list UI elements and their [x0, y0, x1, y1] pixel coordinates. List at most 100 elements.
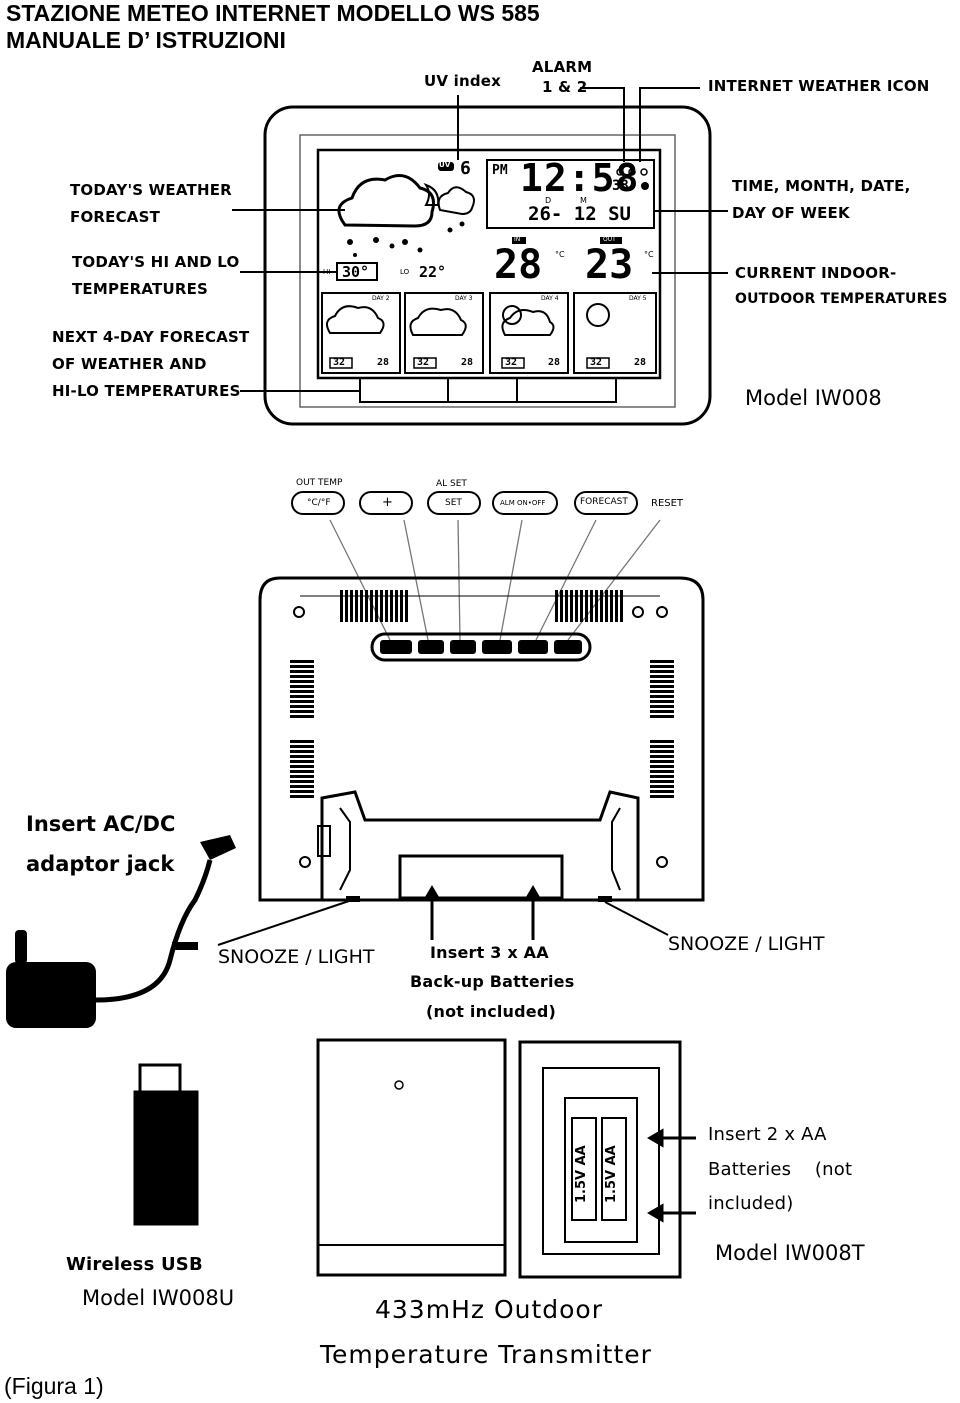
stand-frame: [320, 790, 640, 902]
in-tag-badge: [512, 237, 526, 244]
callout-snooze-left: SNOOZE / LIGHT: [218, 946, 375, 968]
back-button-strip: [370, 632, 592, 662]
transmitter-arrows: [647, 1128, 696, 1223]
uv-tag-badge: [438, 162, 454, 171]
uv-value: 6: [460, 158, 471, 179]
callout-snooze-right: SNOOZE / LIGHT: [668, 933, 825, 955]
outdoor-unit: °C: [644, 250, 654, 259]
day-lo-1: 28: [377, 357, 390, 368]
battery-compartment: [398, 854, 564, 900]
callout-next-4day-2: OF WEATHER AND: [52, 355, 207, 373]
callout-hi-lo-1: TODAY'S HI AND LO: [72, 253, 240, 271]
legend-al-set: AL SET: [436, 479, 467, 489]
callout-uv-index: UV index: [424, 72, 502, 90]
screw-holes: [293, 606, 668, 868]
vent-grilles: [290, 590, 674, 800]
callout-today-forecast-1: TODAY'S WEATHER: [70, 181, 232, 199]
battery-cell-1: 1.5V AA: [573, 1125, 595, 1215]
battery-label-1: 1.5V AA: [574, 1145, 589, 1203]
transmitter-model-label: Model IW008T: [715, 1241, 865, 1265]
day-hi-3: 32: [505, 357, 518, 368]
battery-arrows: [422, 885, 543, 940]
lo-value: 22°: [419, 263, 447, 281]
today-cloud-icon: [337, 174, 475, 228]
day-lo-2: 28: [461, 357, 474, 368]
snooze-leaders: [217, 899, 669, 946]
callout-time-date-1: TIME, MONTH, DATE,: [732, 177, 911, 195]
clock-time: 12:58: [520, 156, 640, 200]
out-tag-badge: [600, 237, 622, 244]
lo-tag: LO: [400, 268, 410, 276]
day-forecast-icons: [325, 303, 610, 336]
date-readout: 26- 12 SU: [528, 203, 631, 225]
callout-alarm-line2: 1 & 2: [542, 78, 588, 96]
small-readout: 38: [612, 178, 629, 194]
insert-batt-2: Batteries (not: [708, 1159, 853, 1180]
day-label-1: DAY 2: [372, 295, 390, 302]
hi-value: 30°: [342, 263, 370, 281]
in-tag: IN: [514, 236, 521, 243]
usb-dongle-icon: [133, 1063, 199, 1226]
callout-time-date-2: DAY OF WEEK: [732, 204, 850, 222]
legend-reset: RESET: [651, 498, 684, 509]
callout-next-4day-1: NEXT 4-DAY FORECAST: [52, 328, 250, 346]
insert-batt-1: Insert 2 x AA: [708, 1124, 827, 1145]
lcd-screen: [316, 148, 662, 380]
outdoor-temp: 23: [585, 242, 634, 288]
day-lo-4: 28: [634, 357, 647, 368]
front-model-label: Model IW008: [745, 386, 882, 410]
day-panel-4: [573, 292, 657, 374]
legend-out-temp: OUT TEMP: [296, 478, 343, 488]
legend-btn-plus: +: [382, 495, 393, 510]
day-label-2: DAY 3: [455, 295, 473, 302]
callout-next-4day-3: HI-LO TEMPERATURES: [52, 382, 241, 400]
day-panel-3: [489, 292, 569, 374]
document-title: STAZIONE METEO INTERNET MODELLO WS 585: [6, 0, 540, 26]
date-d-label: D: [545, 196, 552, 205]
clock-box: [486, 159, 655, 229]
usb-label-1: Wireless USB: [66, 1254, 203, 1275]
callout-batt-1: Insert 3 x AA: [430, 943, 549, 962]
callout-internet-icon: INTERNET WEATHER ICON: [708, 77, 930, 95]
rain-drops-icon: [347, 221, 465, 257]
callout-adaptor-2: adaptor jack: [26, 852, 175, 876]
callout-adaptor-1: Insert AC/DC: [26, 812, 176, 836]
callout-hi-lo-2: TEMPERATURES: [72, 280, 209, 298]
front-leader-lines: [232, 87, 728, 403]
legend-btn-set: SET: [445, 498, 462, 508]
insert-batt-3: included): [708, 1193, 794, 1214]
wireless-signal-icons: [616, 168, 648, 176]
day-label-4: DAY 5: [629, 295, 647, 302]
callout-alarm-line1: ALARM: [532, 58, 593, 76]
transmitter-back: [518, 1040, 682, 1279]
day-label-3: DAY 4: [541, 295, 559, 302]
sun-small-icon: [641, 182, 649, 190]
back-buttons: [380, 640, 582, 654]
day-hi-4: 32: [590, 357, 603, 368]
hi-tag: HI: [323, 268, 331, 276]
day-hi-1: 32: [333, 357, 346, 368]
callout-batt-2: Back-up Batteries: [410, 972, 575, 991]
legend-btn-alarm: ALM ON•OFF: [500, 499, 546, 507]
day-panel-1: [321, 292, 401, 374]
button-legend-shapes: [291, 491, 638, 515]
day-hi-2: 32: [417, 357, 430, 368]
adaptor-jack-port: [317, 825, 331, 857]
legend-btn-unit: °C/°F: [307, 498, 331, 508]
battery-cell-2: 1.5V AA: [603, 1125, 625, 1215]
figure-caption: (Figura 1): [4, 1373, 104, 1399]
day-panel-2: [404, 292, 484, 374]
callout-indoor-outdoor-2: OUTDOOR TEMPERATURES: [735, 291, 948, 307]
transmitter-front: [316, 1038, 507, 1277]
battery-label-2: 1.5V AA: [604, 1145, 619, 1203]
indoor-temp: 28: [494, 242, 543, 288]
date-m-label: M: [580, 196, 587, 205]
ac-adaptor-icon: [6, 835, 236, 1028]
callout-indoor-outdoor-1: CURRENT INDOOR-: [735, 264, 897, 282]
day-lo-3: 28: [548, 357, 561, 368]
document-subtitle: MANUALE D’ ISTRUZIONI: [6, 27, 286, 53]
transmitter-label-2: Temperature Transmitter: [320, 1340, 652, 1369]
callout-batt-3: (not included): [426, 1002, 557, 1021]
callout-today-forecast-2: FORECAST: [70, 208, 161, 226]
